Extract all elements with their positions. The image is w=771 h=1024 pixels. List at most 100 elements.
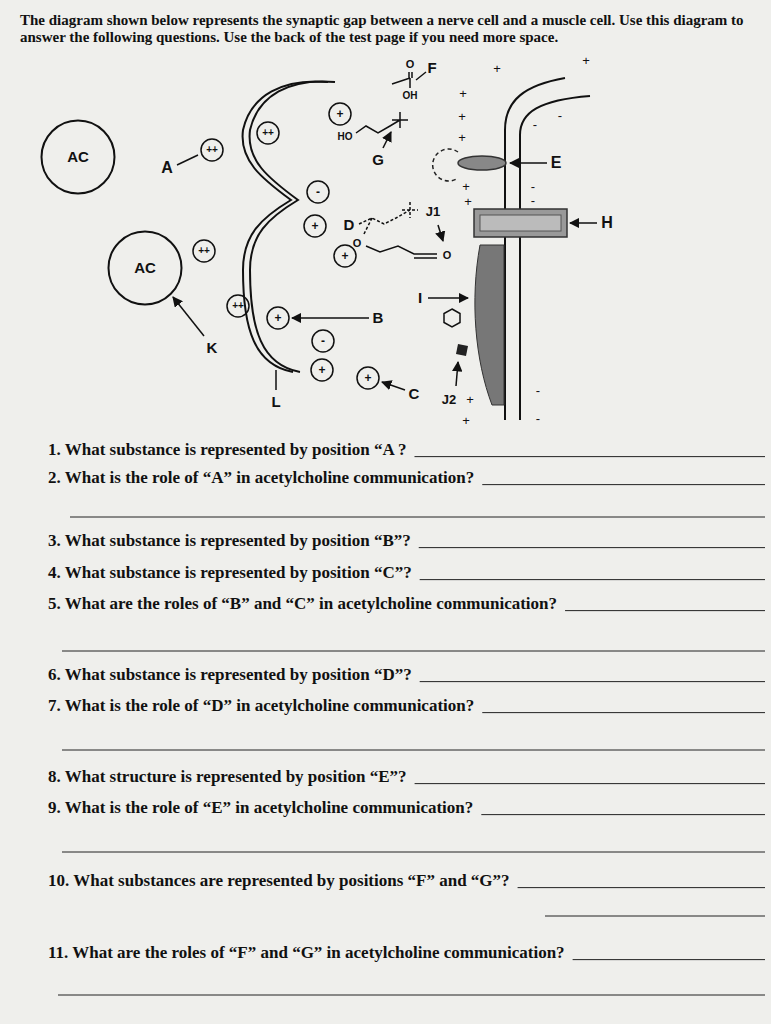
callout-letter: HO [338,131,353,143]
molecule-bond [392,72,412,88]
callout-letter: H [601,214,613,232]
answer-line [62,651,765,652]
question-text: 9. What is the role of “E” in acetylchol… [48,798,473,818]
ion-circle [201,139,223,161]
membrane-charge: + [458,131,466,144]
answer-line [419,547,765,548]
leader-arrow [383,132,391,148]
question-text: 3. What substance is represented by posi… [48,531,411,551]
answer-line [62,750,765,751]
membrane-charge: + [582,54,590,67]
callout-letter: K [207,339,218,356]
answer-line [573,959,765,960]
leader-line [177,155,198,165]
ion-charge: + [336,108,343,120]
membrane-charge: + [464,195,472,208]
answer-line [565,610,765,611]
ion-charge: + [341,250,348,262]
callout-letter: I [418,289,422,306]
callout-letter: C [409,385,420,402]
answer-line [70,517,765,518]
ion-charge: ++ [262,128,274,138]
ion-channel [480,215,561,231]
membrane-charge: - [531,180,535,193]
ion-circle [312,330,334,352]
leader-arrow [382,382,405,390]
ion-circle [227,295,249,317]
answer-line [482,712,765,713]
question-text: 5. What are the roles of “B” and “C” in … [48,594,557,614]
ion-circle [329,103,351,125]
callout-letter: O [353,237,362,250]
leader-line [275,370,277,390]
membrane-charge: - [531,194,535,207]
answer-line [481,814,765,815]
membrane-charge: - [558,109,562,122]
answer-line [414,456,765,457]
ion-circle [267,307,289,329]
membrane-charge: - [536,412,540,425]
muscle-membrane [520,96,590,420]
instructions: The diagram shown below represents the s… [20,12,760,47]
answer-line [420,579,765,580]
membrane-charge: + [493,62,501,75]
receptor [458,156,506,170]
membrane-charge: + [459,87,467,100]
ion-charge: + [274,312,281,324]
leader-arrow [292,317,369,319]
ion-charge: - [316,186,320,198]
muscle-membrane [505,78,565,420]
leader-arrow [510,162,547,164]
presynaptic-membrane [250,81,335,372]
callout-letter: D [344,216,355,233]
question-text: 2. What is the role of “A” in acetylchol… [48,468,474,488]
callout-letter: OH [403,90,418,102]
answer-line [518,887,765,888]
question-text: 8. What structure is represented by posi… [48,767,407,787]
circle-outline [109,232,182,305]
question-text: 7. What is the role of “D” in acetylchol… [48,696,474,716]
answer-line [62,852,765,853]
ion-circle [334,245,356,267]
ion-charge: ++ [232,301,244,311]
ion-charge: + [311,220,318,232]
molecule-bond [359,202,418,234]
callout-letter: F [427,59,436,76]
question-text: 6. What substance is represented by posi… [48,665,412,685]
molecule-bond [366,246,437,258]
callout-letter: B [373,309,384,326]
ion-circle [311,359,333,381]
ion-charge: ++ [206,145,218,155]
question-text: 4. What substance is represented by posi… [48,563,412,583]
ion-charge: - [321,335,325,347]
ion-circle [257,122,279,144]
callout-letter: E [551,154,562,172]
membrane-charge: + [466,393,474,406]
circle-outline [42,121,115,194]
leader-arrow [456,362,458,386]
enzyme-shape [475,245,504,405]
node-label: AC [134,260,156,277]
question-text: 1. What substance is represented by posi… [48,440,406,460]
callout-letter: L [271,393,280,410]
answer-line [58,995,765,996]
answer-line [415,783,765,784]
ion-channel [474,209,567,237]
ion-circle [304,215,326,237]
answer-line [545,916,765,917]
leader-arrow [570,222,597,224]
membrane-charge: - [536,384,540,397]
callout-letter: J2 [442,393,456,408]
leader-arrow [428,297,468,299]
molecule-bond [356,112,408,133]
question-text: 10. What substances are represented by p… [48,871,510,891]
ion-circle [307,181,329,203]
binding-site [433,149,458,181]
leader-arrow [173,297,204,336]
callout-letter: A [161,159,173,177]
presynaptic-membrane [243,81,328,372]
